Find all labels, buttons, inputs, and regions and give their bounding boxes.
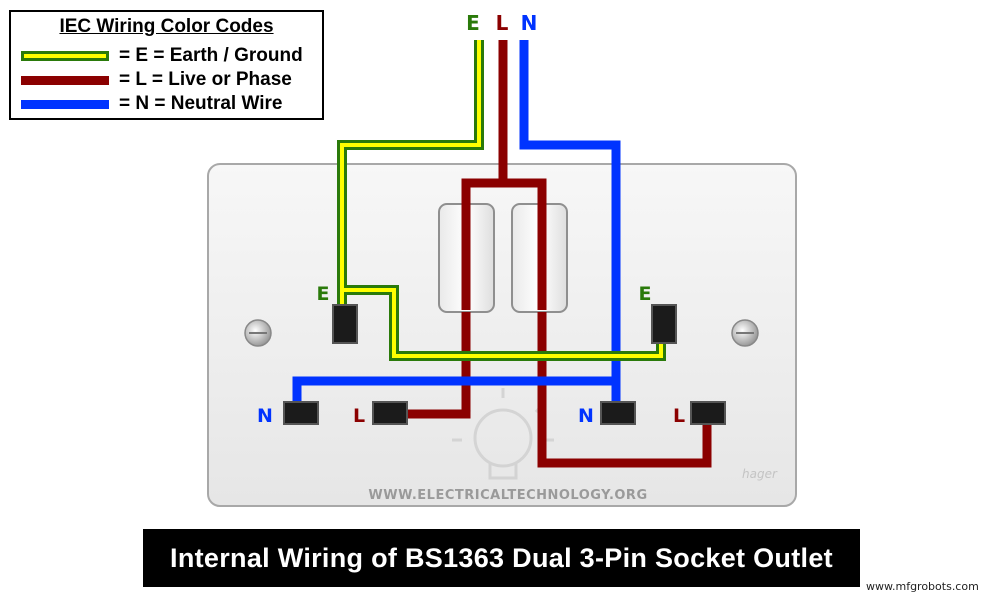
legend-item-live: = L = Live or Phase (21, 68, 292, 92)
supply-live-label: L (496, 11, 509, 35)
legend-title: IEC Wiring Color Codes (59, 16, 274, 37)
left-live-label: L (353, 405, 365, 427)
right-live-label: L (673, 405, 685, 427)
neutral-swatch (21, 99, 109, 109)
caption-banner: Internal Wiring of BS1363 Dual 3-Pin Soc… (143, 529, 860, 587)
legend-neutral-label: = N = Neutral Wire (119, 93, 283, 114)
terminals (283, 304, 726, 425)
right-neutral-terminal (600, 401, 636, 425)
watermark-text: WWW.ELECTRICALTECHNOLOGY.ORG (368, 488, 647, 503)
right-screw (731, 319, 759, 347)
right-earth-label: E (639, 283, 652, 305)
legend-item-earth: = E = Earth / Ground (21, 44, 303, 68)
right-earth-terminal (651, 304, 677, 344)
caption-text: Internal Wiring of BS1363 Dual 3-Pin Soc… (170, 542, 833, 573)
left-earth-terminal (332, 304, 358, 344)
supply-neutral-label: N (521, 11, 538, 35)
left-neutral-terminal (283, 401, 319, 425)
live-wires (404, 40, 712, 468)
supply-earth-label: E (466, 11, 480, 35)
neutral-wires (292, 40, 621, 405)
earth-swatch (21, 51, 109, 61)
legend-item-neutral: = N = Neutral Wire (21, 92, 283, 116)
left-live-terminal (372, 401, 408, 425)
right-neutral-label: N (578, 405, 594, 427)
legend-earth-label: = E = Earth / Ground (119, 45, 303, 66)
site-credit: www.mfgrobots.com (866, 580, 979, 593)
live-swatch (21, 75, 109, 85)
left-screw (244, 319, 272, 347)
left-neutral-label: N (257, 405, 273, 427)
left-earth-label: E (317, 283, 330, 305)
legend: IEC Wiring Color Codes = E = Earth / Gro… (9, 10, 324, 120)
brand-mark: hager (742, 467, 778, 481)
legend-live-label: = L = Live or Phase (119, 69, 292, 90)
right-live-terminal (690, 401, 726, 425)
